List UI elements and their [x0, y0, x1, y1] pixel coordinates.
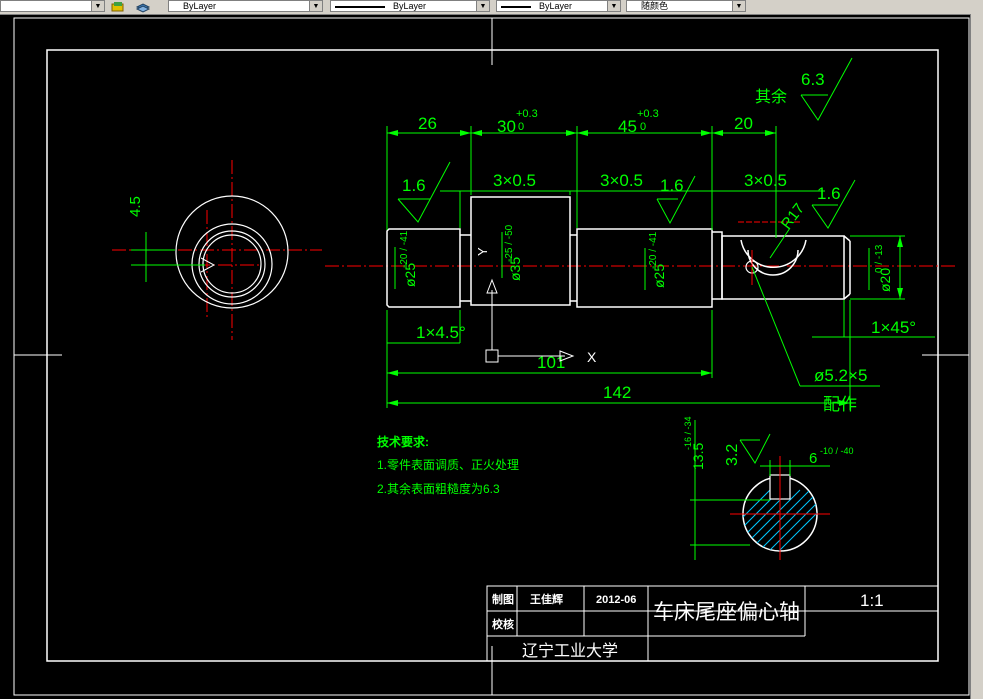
key-depth: 13.5 [690, 443, 706, 470]
lineweight-swatch [501, 5, 531, 8]
ucs-icon: X Y [475, 247, 597, 365]
dia-35: ø35 [507, 257, 523, 281]
dim-45-tol-upper: +0.3 [637, 108, 659, 120]
chevron-down-icon[interactable]: ▼ [607, 1, 620, 11]
roughness-other-label: 其余 [755, 87, 787, 106]
dim-26: 26 [418, 114, 437, 133]
lineweight-dropdown[interactable]: ByLayer ▼ [496, 0, 621, 12]
tb-scale: 1:1 [860, 591, 884, 610]
chamfer-left: 1×4.5° [416, 323, 466, 342]
layers-stack-icon[interactable] [135, 0, 151, 13]
hole-dim: ø5.2×5 [814, 366, 867, 385]
properties-toolbar: ▼ ByLayer ▼ ByLayer ▼ ByLayer ▼ 随颜色 ▼ [0, 0, 983, 15]
layer-icon[interactable] [110, 0, 126, 12]
tb-drawer: 王佳辉 [530, 592, 563, 606]
tb-title: 车床尾座偏心轴 [653, 601, 800, 624]
linetype-dropdown[interactable]: ByLayer ▼ [330, 0, 490, 12]
linetype-value: ByLayer [393, 1, 427, 11]
groove-dim-3: 3×0.5 [744, 171, 787, 190]
ucs-y-label: Y [475, 247, 490, 256]
tech-item-1: 1.零件表面调质、正火处理 [377, 458, 519, 472]
lineweight-value: ByLayer [539, 1, 573, 11]
roughness-1: 1.6 [402, 176, 426, 195]
drawing-canvas[interactable]: 4.5 [0, 15, 970, 699]
layer-dropdown[interactable]: ▼ [0, 0, 105, 12]
ucs-x-label: X [587, 349, 597, 365]
dia-25-left: ø25 [402, 263, 418, 287]
dim-142: 142 [603, 383, 631, 402]
dia-25-left-tol: -20 / -41 [399, 230, 410, 268]
chevron-down-icon[interactable]: ▼ [476, 1, 489, 11]
chevron-down-icon[interactable]: ▼ [732, 1, 745, 11]
key-section-view: 13.5 -16 / -34 3.2 6 -10 / -40 [683, 416, 854, 560]
dim-radius: R17 [778, 200, 808, 232]
inner-border [46, 49, 939, 662]
vertical-scrollbar[interactable] [970, 14, 983, 699]
dim-101: 101 [537, 353, 565, 372]
color-value: ByLayer [183, 1, 217, 11]
dimension-arrows [387, 130, 903, 406]
dim-45: 45 [618, 117, 637, 136]
groove-dim-2: 3×0.5 [600, 171, 643, 190]
dim-30-tol-lower: 0 [518, 121, 524, 133]
groove-dim-1: 3×0.5 [493, 171, 536, 190]
dim-30: 30 [497, 117, 516, 136]
dia-25-right-tol: -20 / -41 [648, 231, 659, 269]
key-depth-tol: -16 / -34 [683, 416, 693, 450]
roughness-key: 3.2 [724, 444, 741, 466]
roughness-2: 1.6 [660, 176, 684, 195]
tech-heading: 技术要求: [377, 434, 429, 449]
roughness-texts: 1.6 1.6 1.6 其余 6.3 [402, 70, 841, 203]
tb-date: 2012-06 [596, 594, 636, 606]
tech-item-2: 2.其余表面粗糙度为6.3 [377, 481, 500, 496]
match-label: 配作 [823, 395, 857, 414]
chamfer-right: 1×45° [871, 318, 916, 337]
end-view: 4.5 [112, 160, 322, 340]
dim-45-tol-lower: 0 [640, 121, 646, 133]
roughness-3: 1.6 [817, 184, 841, 203]
roughness-symbols [397, 57, 856, 229]
tb-check-label: 校核 [492, 617, 514, 631]
dim-20: 20 [734, 114, 753, 133]
linetype-swatch [335, 5, 385, 8]
key-width: 6 [809, 450, 817, 467]
tech-requirements: 技术要求: 1.零件表面调质、正火处理 2.其余表面粗糙度为6.3 [377, 434, 519, 496]
tb-draw-label: 制图 [492, 592, 514, 606]
roughness-other-value: 6.3 [801, 70, 825, 89]
dia-35-tol: -25 / -50 [504, 224, 515, 262]
dia-25-right: ø25 [651, 264, 667, 288]
key-width-tol: -10 / -40 [820, 446, 854, 456]
sheet-center-marks [14, 18, 969, 695]
dim-30-tol-upper: +0.3 [516, 108, 538, 120]
plotstyle-dropdown[interactable]: 随颜色 ▼ [626, 0, 746, 12]
tb-school: 辽宁工业大学 [522, 642, 618, 660]
dim-4-5: 4.5 [127, 196, 144, 217]
dimension-texts: 26 30 +0.3 0 45 +0.3 0 20 3×0.5 3×0.5 3×… [399, 108, 916, 414]
chevron-down-icon[interactable]: ▼ [309, 1, 322, 11]
shaft-front-view [325, 196, 955, 308]
chevron-down-icon[interactable]: ▼ [91, 1, 104, 11]
title-block: 制图 王佳辉 2012-06 车床尾座偏心轴 1:1 校核 辽宁工业大学 [486, 585, 939, 662]
dia-20: ø20 [877, 268, 893, 292]
dia-20-tol: 0 / -13 [874, 244, 885, 273]
color-dropdown[interactable]: ByLayer ▼ [168, 0, 323, 12]
plotstyle-value: 随颜色 [641, 1, 669, 11]
